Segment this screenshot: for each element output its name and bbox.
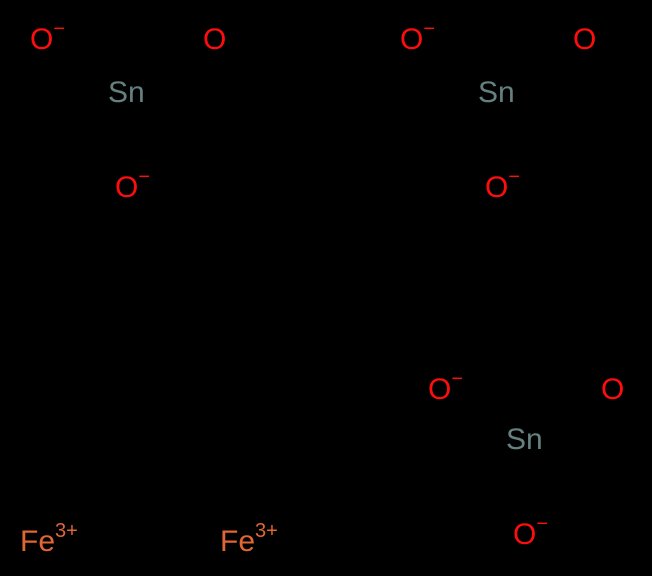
atom-symbol: O	[601, 373, 625, 406]
atom-symbol: Sn	[108, 76, 145, 109]
atom-symbol: Fe	[220, 525, 256, 558]
atom-o4: O−	[400, 19, 435, 56]
atom-symbol: Fe	[20, 525, 56, 558]
atom-charge: −	[53, 18, 66, 40]
atom-fe1: Fe3+	[20, 521, 78, 558]
atom-symbol: O	[485, 171, 509, 204]
atom-charge: −	[451, 368, 464, 390]
atom-o5: O	[573, 25, 596, 55]
atom-charge: 3+	[55, 520, 78, 542]
atom-charge: −	[536, 513, 549, 535]
atom-sn3: Sn	[506, 425, 543, 455]
atom-symbol: O	[203, 23, 227, 56]
atom-sn1: Sn	[108, 78, 145, 108]
atom-symbol: O	[400, 23, 424, 56]
atom-charge: 3+	[255, 520, 278, 542]
atom-symbol: O	[428, 373, 452, 406]
atom-charge: −	[508, 166, 521, 188]
atom-o3: O−	[115, 167, 150, 204]
atom-o8: O	[601, 375, 624, 405]
atom-fe2: Fe3+	[220, 521, 278, 558]
atom-o9: O−	[513, 514, 548, 551]
atom-o2: O	[203, 25, 226, 55]
atom-o6: O−	[485, 167, 520, 204]
atom-sn2: Sn	[478, 78, 515, 108]
atom-symbol: O	[513, 518, 537, 551]
atom-symbol: Sn	[478, 76, 515, 109]
atom-o1: O−	[30, 19, 65, 56]
atom-o7: O−	[428, 369, 463, 406]
atom-charge: −	[138, 166, 151, 188]
atom-symbol: O	[30, 23, 54, 56]
atom-charge: −	[423, 18, 436, 40]
atom-symbol: O	[115, 171, 139, 204]
atom-symbol: Sn	[506, 423, 543, 456]
atom-symbol: O	[573, 23, 597, 56]
